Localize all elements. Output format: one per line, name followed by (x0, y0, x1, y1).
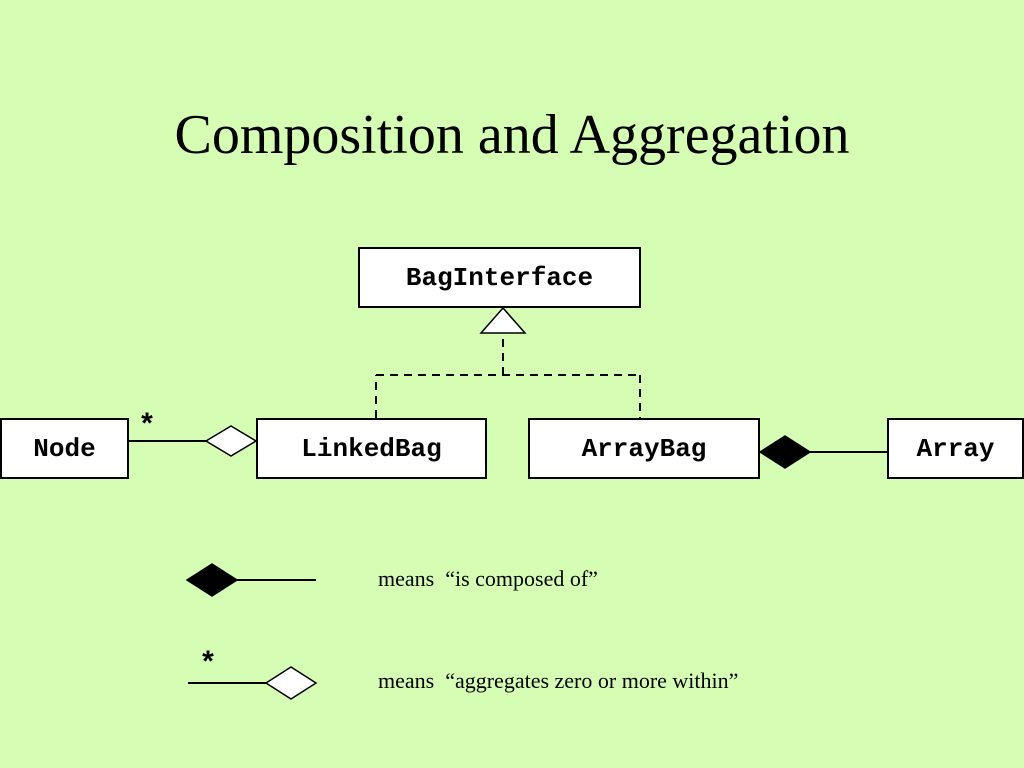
legend-aggregation-text: means “aggregates zero or more within” (378, 668, 739, 693)
realization-triangle-icon (479, 306, 527, 334)
array-bag-box: ArrayBag (528, 418, 760, 479)
legend-aggregation-star: * (199, 648, 218, 682)
node-box: Node (0, 418, 129, 479)
composition-diamond-icon (758, 435, 812, 469)
legend-composition-diamond-icon (185, 563, 239, 597)
linked-bag-box: LinkedBag (256, 418, 487, 479)
legend-composition-text: means “is composed of” (378, 566, 598, 591)
array-box: Array (887, 418, 1024, 479)
aggregation-diamond-icon (204, 425, 258, 457)
slide-title: Composition and Aggregation (174, 104, 850, 166)
multiplicity-star: * (138, 410, 157, 444)
bag-interface-box: BagInterface (358, 247, 641, 308)
legend-aggregation-diamond-icon (264, 666, 318, 700)
